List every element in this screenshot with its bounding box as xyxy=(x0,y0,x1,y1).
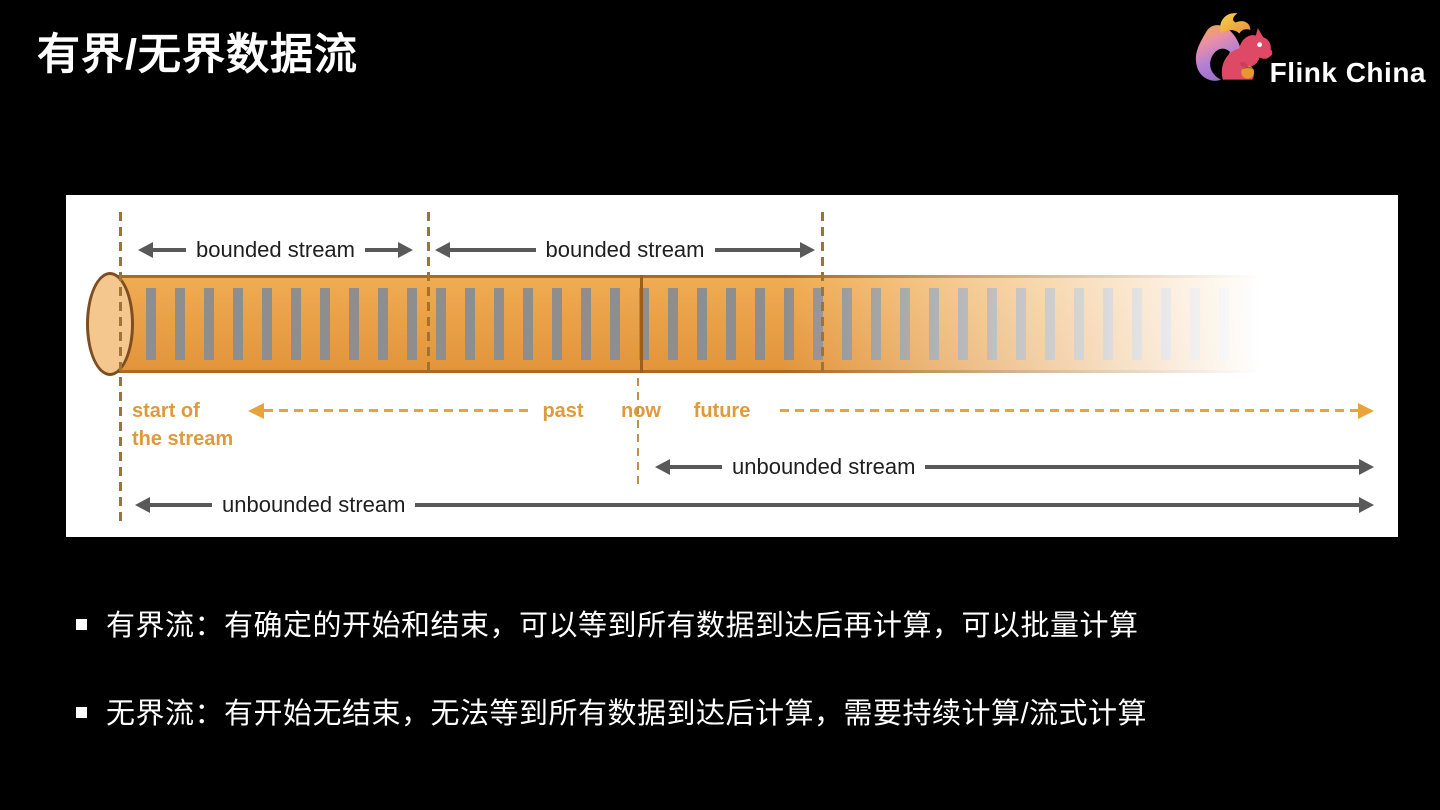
now-dashed-line xyxy=(637,378,639,490)
future-label: future xyxy=(693,400,751,422)
arrow-left-icon xyxy=(135,497,150,513)
stream-tube-end-cap xyxy=(86,272,134,376)
bounded-stream-arrow-1: bounded stream xyxy=(138,236,413,264)
flink-china-logo: Flink China xyxy=(1186,6,1426,103)
arrow-right-icon xyxy=(800,242,815,258)
squirrel-arm xyxy=(1238,61,1249,68)
start-boundary-line xyxy=(119,212,122,525)
stream-tube xyxy=(86,272,1310,376)
bounded-boundary-line-1 xyxy=(427,212,430,372)
unbounded-stream-arrow-bottom: unbounded stream xyxy=(135,491,1374,519)
start-of-stream-label: start of the stream xyxy=(132,400,234,450)
squirrel-eye xyxy=(1256,42,1262,48)
future-arrowhead-icon xyxy=(1358,403,1374,419)
unbounded-stream-arrow-right: unbounded stream xyxy=(655,453,1374,481)
past-arrowhead-icon xyxy=(248,403,264,419)
flink-squirrel-icon xyxy=(1186,6,1278,103)
unbounded-stream-label-right: unbounded stream xyxy=(732,454,916,479)
page-title: 有界/无界数据流 xyxy=(37,31,358,79)
arrow-left-icon xyxy=(138,242,153,258)
bullet-square-icon xyxy=(76,707,87,718)
arrow-right-icon xyxy=(1359,459,1374,475)
now-divider-line xyxy=(640,275,643,373)
stream-data-bars xyxy=(146,288,1310,360)
logo-text: Flink China xyxy=(1269,57,1426,88)
bullet-square-icon xyxy=(76,619,87,630)
now-label: now xyxy=(621,400,661,422)
squirrel-acorn xyxy=(1240,65,1254,79)
squirrel-tail-tuft xyxy=(1219,13,1250,34)
arrow-left-icon xyxy=(435,242,450,258)
future-dashed-arrow xyxy=(780,409,1360,412)
unbounded-stream-label-bottom: unbounded stream xyxy=(222,492,406,517)
bullet-text: 无界流：有开始无结束，无法等到所有数据到达后计算，需要持续计算/流式计算 xyxy=(106,698,1148,730)
stream-diagram-panel: bounded stream bounded stream start of t… xyxy=(66,195,1398,537)
bounded-stream-label-1: bounded stream xyxy=(196,237,355,262)
arrow-right-icon xyxy=(1359,497,1374,513)
bullet-text: 有界流：有确定的开始和结束，可以等到所有数据到达后再计算，可以批量计算 xyxy=(106,610,1139,642)
arrow-left-icon xyxy=(655,459,670,475)
past-label: past xyxy=(542,400,584,422)
past-dashed-arrow xyxy=(264,409,528,412)
bounded-stream-label-2: bounded stream xyxy=(545,237,705,262)
arrow-right-icon xyxy=(398,242,413,258)
bullet-bounded-stream: 有界流：有确定的开始和结束，可以等到所有数据到达后再计算，可以批量计算 xyxy=(76,607,1139,645)
bounded-boundary-line-2 xyxy=(821,212,824,372)
squirrel-body xyxy=(1221,28,1272,80)
bounded-stream-arrow-2: bounded stream xyxy=(435,236,815,264)
bullet-unbounded-stream: 无界流：有开始无结束，无法等到所有数据到达后计算，需要持续计算/流式计算 xyxy=(76,695,1147,733)
